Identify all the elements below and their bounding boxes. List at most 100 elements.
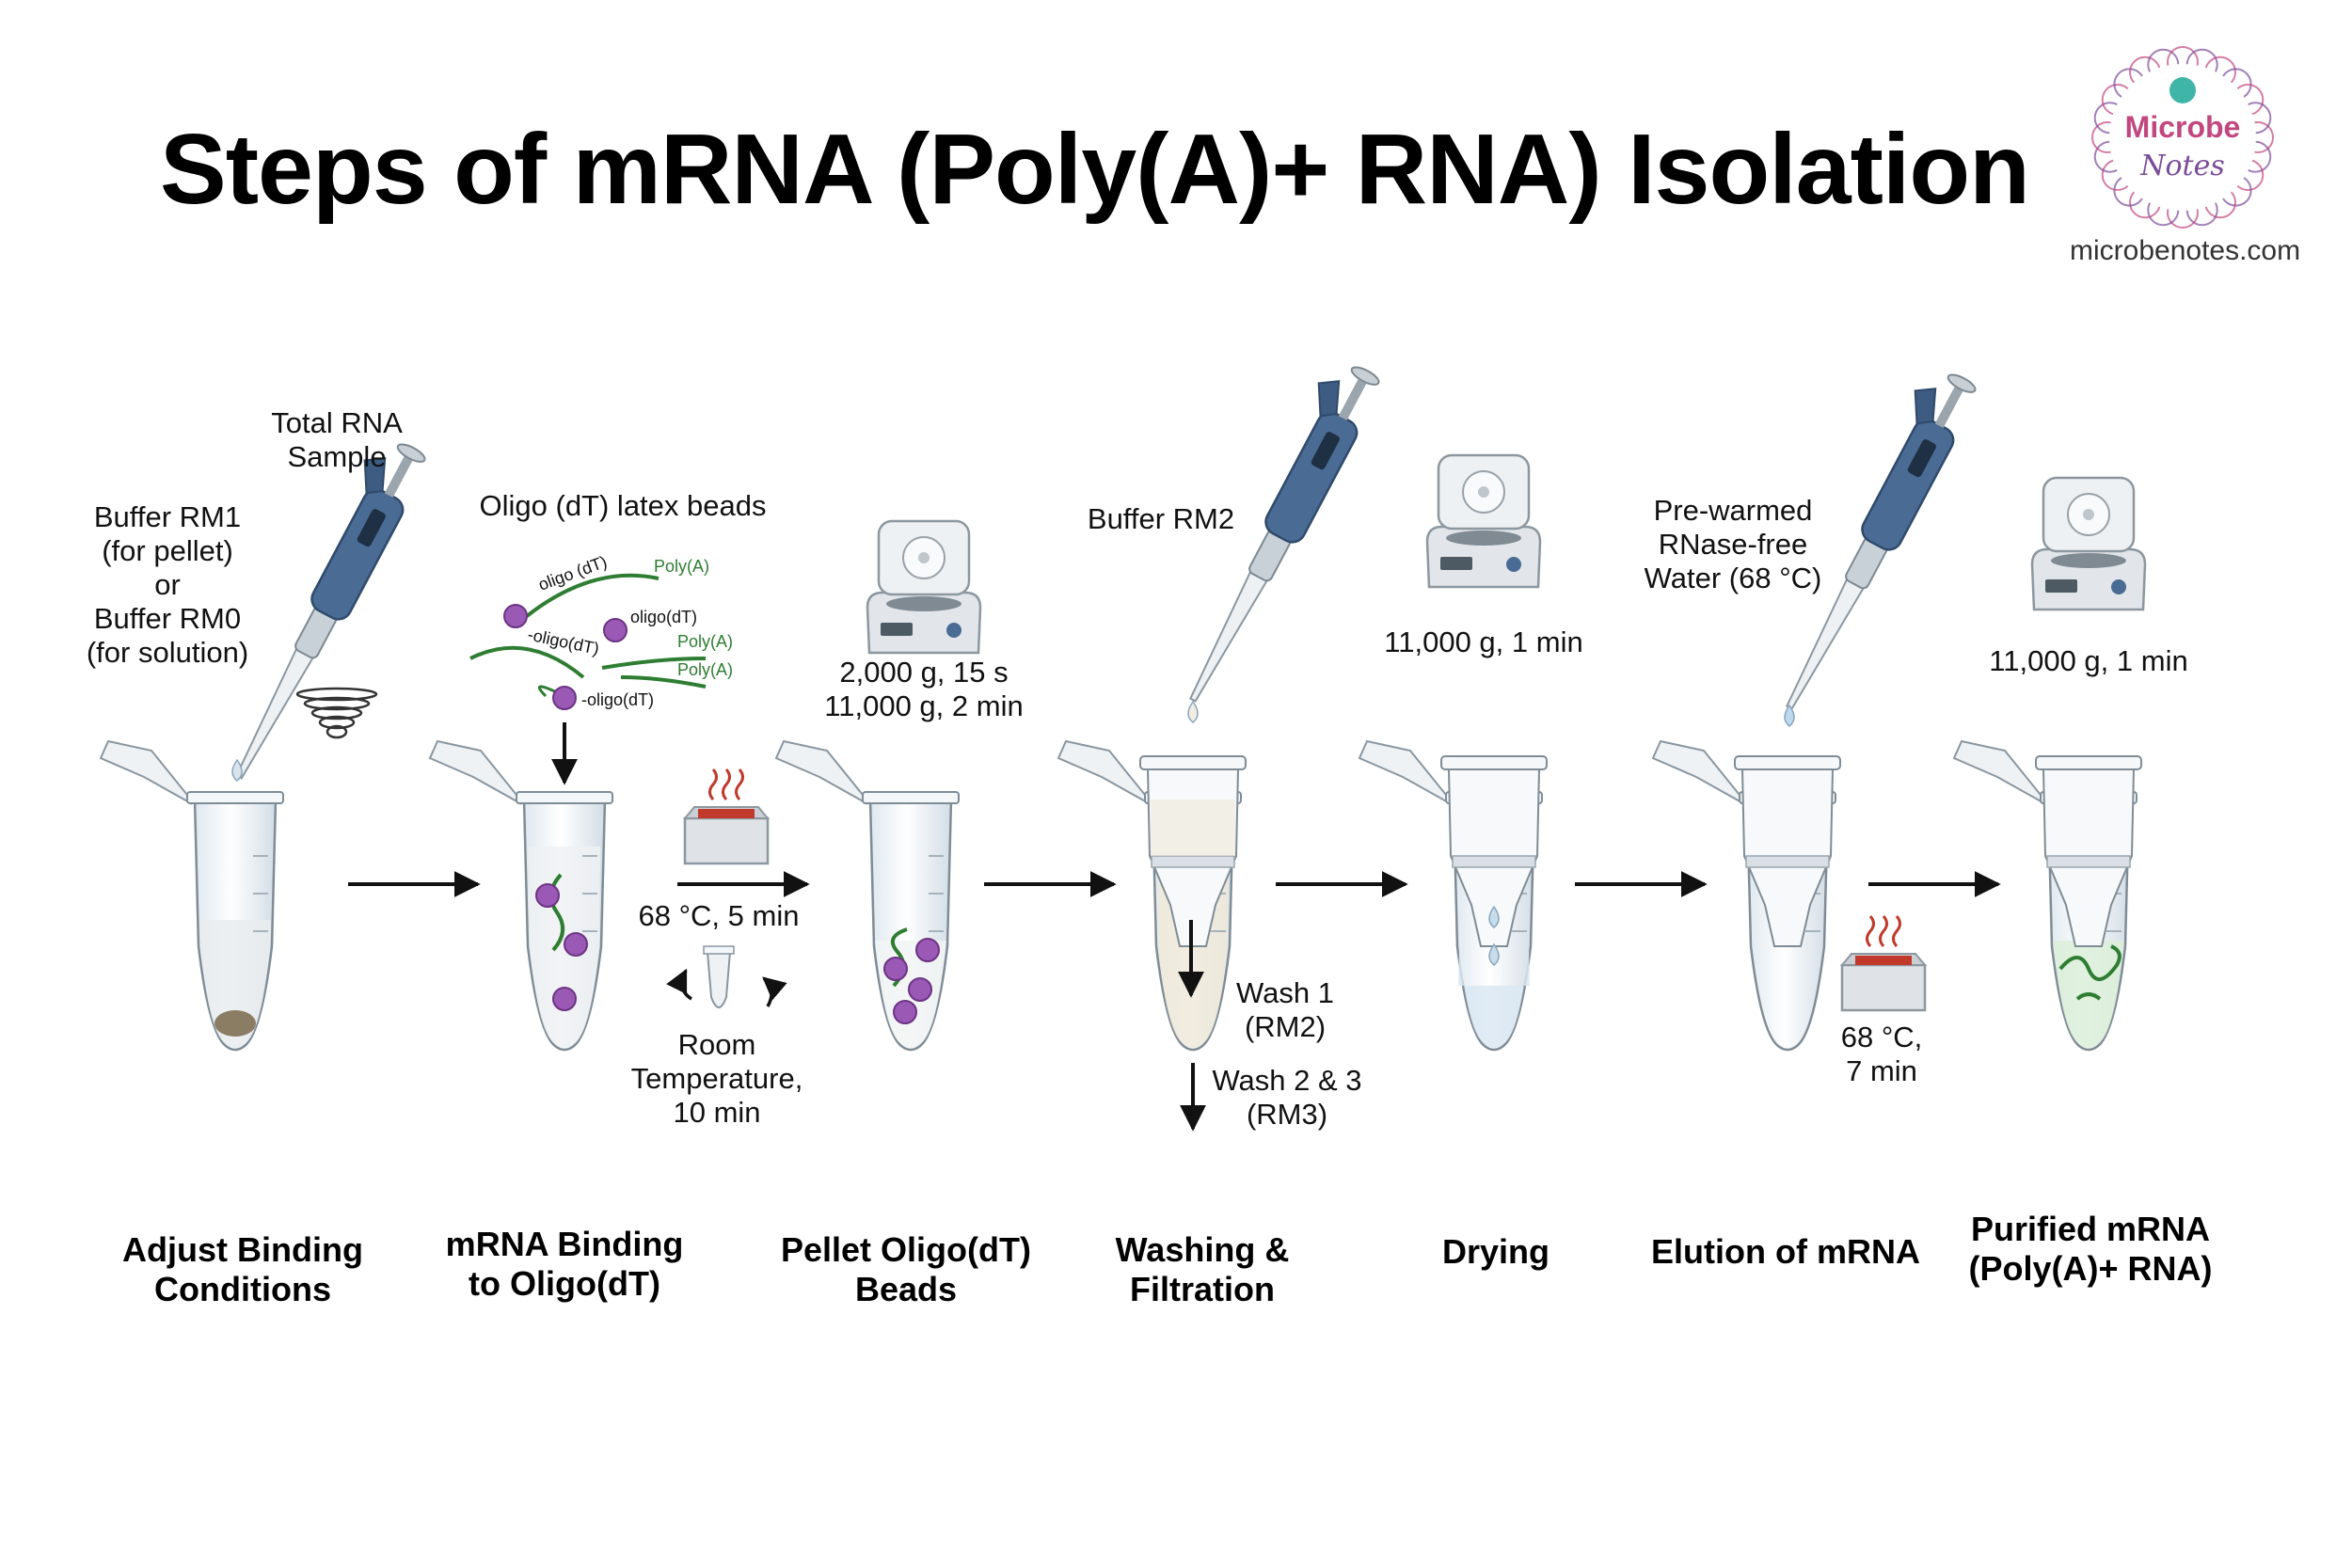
label-spin-final-settings: 11,000 g, 1 min — [1989, 644, 2188, 677]
rotate-arrow-right — [762, 976, 787, 1007]
bead-molecule-1 — [503, 604, 528, 628]
molecule-label-2: oligo(dT) — [630, 608, 697, 626]
bead-molecule-2 — [603, 618, 628, 642]
drop-step6 — [1784, 704, 1795, 727]
heat-wave — [1892, 915, 1901, 947]
pipette-body — [310, 488, 405, 621]
bead-in-tube-3 — [552, 987, 577, 1011]
pipette-tip — [1189, 569, 1269, 703]
heat-wave — [722, 768, 731, 800]
page-title: Steps of mRNA (Poly(A)+ RNA) Isolation — [160, 114, 2030, 225]
drop-dry-1 — [1488, 905, 1500, 928]
step-pellet-beads: Pellet Oligo(dT) Beads — [781, 1230, 1031, 1308]
step-washing-filtration: Washing & Filtration — [1115, 1230, 1290, 1308]
step-adjust-binding: Adjust Binding Conditions — [122, 1230, 363, 1308]
label-spin-pellet-settings: 2,000 g, 15 s 11,000 g, 2 min — [824, 656, 1024, 722]
drop-dry-2 — [1488, 942, 1500, 966]
bead-pellet-1 — [883, 957, 908, 981]
tube-liquid — [1458, 946, 1530, 1048]
tube-step3 — [774, 739, 960, 1052]
tube-rim — [516, 791, 613, 804]
tube-step5 — [1358, 739, 1548, 1052]
pipette-tip — [1786, 577, 1866, 710]
bead-in-tube-1 — [535, 883, 560, 908]
molecule-label-5: Poly(A) — [677, 632, 733, 651]
tube-rim — [862, 791, 960, 804]
filter-rim — [1734, 755, 1841, 770]
bead-molecule-3 — [552, 686, 577, 710]
centrifuge-step7 — [2030, 476, 2147, 611]
tube-lid — [428, 739, 521, 805]
label-buffer-rm1-rm0: Buffer RM1 (for pellet) or Buffer RM0 (f… — [86, 500, 249, 669]
filter-membrane — [2046, 855, 2131, 868]
vortex-icon — [295, 687, 378, 739]
website-label: microbenotes.com — [2070, 235, 2301, 266]
filter-membrane — [1151, 855, 1235, 868]
heater-step2 — [682, 768, 771, 865]
purified-mrna-strand — [2058, 944, 2122, 1001]
heater-plate — [698, 809, 755, 818]
tube-step6 — [1651, 739, 1841, 1052]
label-oligo-dt-latex-beads: Oligo (dT) latex beads — [479, 489, 767, 522]
label-prewarmed-water: Pre-warmed RNase-free Water (68 °C) — [1644, 494, 1822, 594]
step-mrna-binding: mRNA Binding to Oligo(dT) — [445, 1225, 684, 1303]
molecule-label-3: -oligo(dT) — [581, 690, 654, 709]
tube-step4 — [1057, 739, 1247, 1052]
filter-membrane — [1452, 855, 1536, 868]
pipette-step1 — [235, 443, 426, 780]
logo-text-notes: Notes — [2139, 150, 2225, 182]
pipette-step6 — [1786, 373, 1977, 710]
filter-rim — [1139, 755, 1247, 770]
drop-step4 — [1187, 700, 1199, 723]
rotate-arrow-left — [666, 968, 693, 1001]
tube-lid — [774, 739, 867, 805]
tube-liquid — [199, 920, 271, 1048]
molecule-label-4: Poly(A) — [654, 557, 709, 576]
label-buffer-rm2: Buffer RM2 — [1087, 502, 1235, 535]
bead-pellet-3 — [893, 1000, 917, 1024]
heat-wave — [1866, 915, 1875, 947]
filter-rim — [1440, 755, 1548, 770]
label-room-temperature: Room Temperature, 10 min — [630, 1028, 803, 1129]
tube-lid — [1952, 739, 2045, 805]
pipette-plunger — [396, 443, 426, 463]
pipette-body — [1861, 419, 1955, 551]
bead-pellet-2 — [908, 977, 932, 1002]
heat-wave — [708, 768, 718, 800]
step-purified-mrna: Purified mRNA (Poly(A)+ RNA) — [1968, 1210, 2213, 1288]
label-wash-1: Wash 1 (RM2) — [1236, 976, 1334, 1043]
rna-pellet — [215, 1010, 256, 1037]
drop-step1 — [231, 758, 243, 782]
label-spin-dry-settings: 11,000 g, 1 min — [1384, 626, 1583, 658]
pipette-body — [1264, 411, 1359, 544]
tube-lid — [1057, 739, 1150, 805]
pipette-step4 — [1189, 366, 1380, 703]
filter-membrane — [1745, 855, 1830, 868]
microbe-icon — [2169, 77, 2196, 103]
centrifuge-display — [881, 623, 913, 636]
heater-body — [1840, 963, 1927, 1012]
molecule-label-6: Poly(A) — [677, 660, 733, 679]
label-heat-68c-7min: 68 °C, 7 min — [1840, 1021, 1923, 1087]
label-heat-68c-5min: 68 °C, 5 min — [638, 899, 800, 932]
logo-text-microbe: Microbe — [2125, 110, 2241, 144]
label-wash-2-3: Wash 2 & 3 (RM3) — [1212, 1064, 1362, 1131]
centrifuge-display — [2045, 579, 2077, 593]
tube-step2 — [428, 739, 613, 1052]
centrifuge-display — [1440, 557, 1472, 570]
centrifuge-step5 — [1425, 453, 1542, 589]
tube-step7 — [1952, 739, 2142, 1052]
heat-wave — [735, 768, 744, 800]
tube-lid — [1651, 739, 1744, 805]
heater-plate — [1855, 956, 1912, 965]
centrifuge-step3 — [866, 519, 982, 655]
bead-pellet-4 — [915, 938, 940, 962]
heater-body — [683, 816, 770, 865]
pipette-plunger — [1947, 373, 1977, 393]
heat-wave — [1879, 915, 1888, 947]
step-elution: Elution of mRNA — [1651, 1232, 1920, 1271]
step-drying: Drying — [1441, 1232, 1550, 1271]
